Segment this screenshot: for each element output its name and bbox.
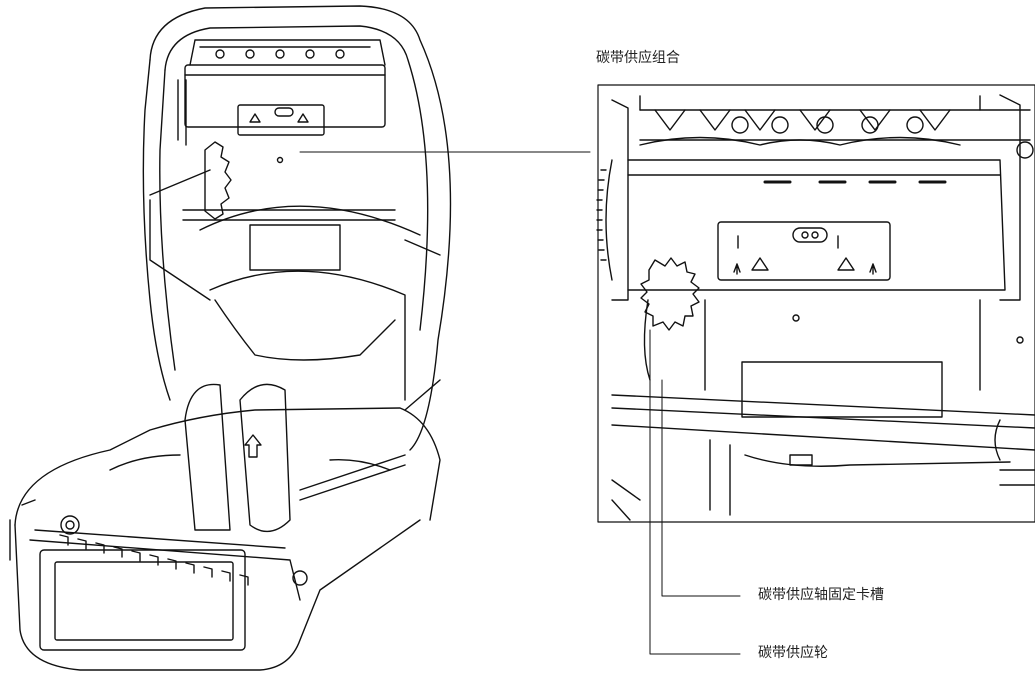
ribbon-supply-assembly-label: 碳带供应组合 [596,50,680,66]
ribbon-supply-wheel-label: 碳带供应轮 [758,645,828,661]
slot-leader-line [661,379,741,597]
detail-inset [596,84,1035,523]
printer-body [9,5,452,671]
ribbon-supply-slot-label: 碳带供应轴固定卡槽 [758,587,884,603]
wheel-leader-line [649,329,741,655]
